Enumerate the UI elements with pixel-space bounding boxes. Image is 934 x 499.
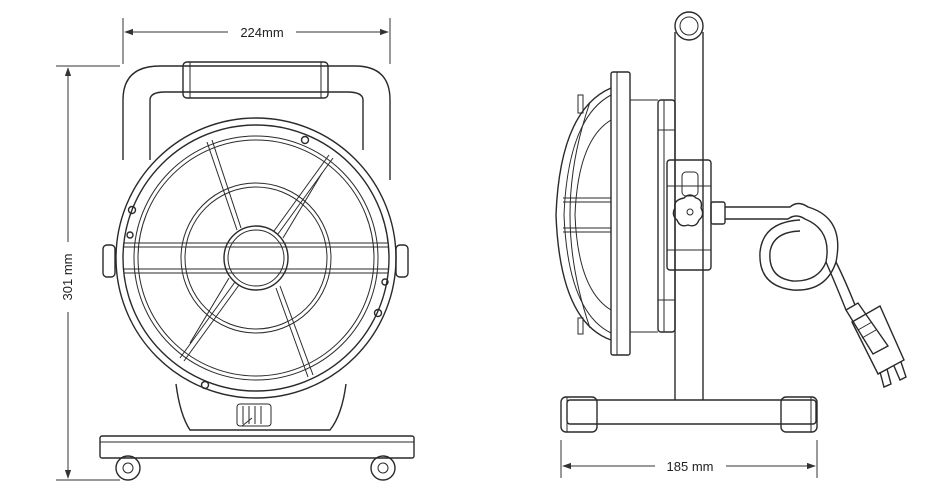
width-label: 224mm [240, 25, 283, 40]
width-dimension: 224mm [122, 18, 391, 64]
side-housing [630, 99, 676, 333]
side-base [560, 396, 818, 433]
front-neck [175, 383, 347, 431]
front-right-knob [395, 244, 409, 278]
base-label: 185 mm [667, 459, 714, 474]
side-cage [555, 87, 612, 341]
side-top-ring [674, 11, 704, 41]
side-knob [672, 194, 704, 227]
front-lamp-head [115, 117, 397, 399]
side-cord-gland [710, 201, 726, 225]
side-view: 185 mm [555, 11, 907, 478]
side-flange [610, 71, 631, 356]
front-handle [122, 61, 391, 180]
height-dimension: 301 mm [56, 65, 120, 481]
front-left-knob [102, 244, 116, 278]
side-plug [845, 302, 907, 388]
front-base [99, 435, 415, 481]
base-dimension: 185 mm [560, 440, 818, 478]
side-cord [725, 202, 856, 311]
front-view: 224mm 301 mm [56, 18, 415, 481]
height-label: 301 mm [60, 254, 75, 301]
